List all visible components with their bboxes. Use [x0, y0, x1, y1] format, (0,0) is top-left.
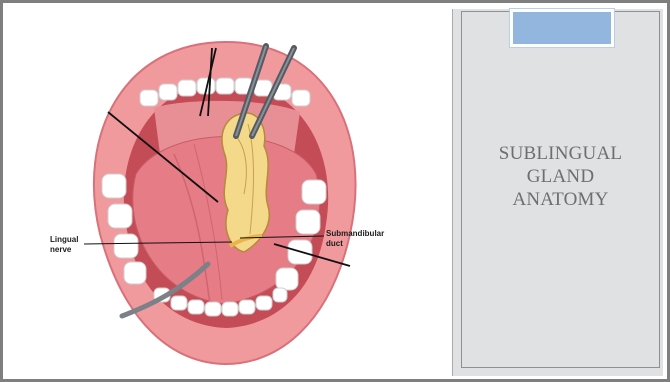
slide-title: SUBLINGUAL GLAND ANATOMY	[462, 142, 659, 211]
lingual-nerve-label: Lingual nerve	[50, 235, 78, 255]
accent-tab	[510, 9, 614, 47]
submandibular-duct-label: Submandibular duct	[326, 229, 384, 249]
mouth-anatomy-illustration	[4, 4, 450, 378]
